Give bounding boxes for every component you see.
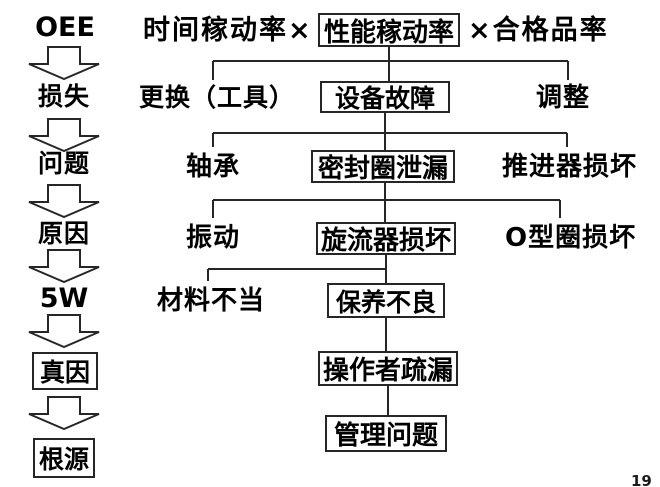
- tree-row1-center-box: 性能稼动率: [318, 13, 460, 48]
- left-flow-label-oee: OEE: [35, 12, 95, 43]
- down-arrow-icon: [28, 396, 100, 430]
- tree-row6-center-box: 操作者疏漏: [318, 351, 458, 386]
- page-number: 19: [631, 472, 652, 487]
- down-arrow-icon: [28, 46, 100, 80]
- tree-row3-right-label: 推进器损坏: [502, 152, 638, 182]
- tree-row2-right-label: 调整: [536, 83, 591, 113]
- down-arrow-icon: [28, 314, 100, 348]
- tree-row4-center-box: 旋流器损坏: [316, 222, 456, 256]
- down-arrow-icon: [28, 184, 100, 218]
- left-flow-box-true-cause: 真因: [32, 352, 98, 390]
- tree-row2-center-box: 设备故障: [320, 81, 450, 113]
- tree-row5-center-box: 保养不良: [327, 283, 445, 318]
- left-flow-label-cause: 原因: [37, 219, 90, 248]
- tree-row1-right-label: ×合格品率: [468, 15, 609, 46]
- down-arrow-icon: [28, 118, 100, 152]
- left-flow-label-5w: 5W: [39, 283, 89, 314]
- tree-row4-left-label: 振动: [186, 223, 241, 253]
- tree-row5-left-label: 材料不当: [157, 286, 266, 316]
- tree-row7-center-box: 管理问题: [325, 415, 447, 452]
- tree-row1-left-label: 时间稼动率×: [143, 15, 313, 46]
- tree-row2-left-label: 更换（工具）: [139, 83, 296, 112]
- down-arrow-icon: [28, 249, 100, 283]
- tree-row3-center-box: 密封圈泄漏: [311, 150, 455, 184]
- tree-row4-right-label: O型圈损坏: [505, 223, 637, 253]
- left-flow-box-root-source: 根源: [33, 438, 95, 478]
- tree-row3-left-label: 轴承: [186, 152, 241, 182]
- left-flow-label-problem: 问题: [37, 149, 90, 178]
- left-flow-label-loss: 损失: [37, 82, 90, 111]
